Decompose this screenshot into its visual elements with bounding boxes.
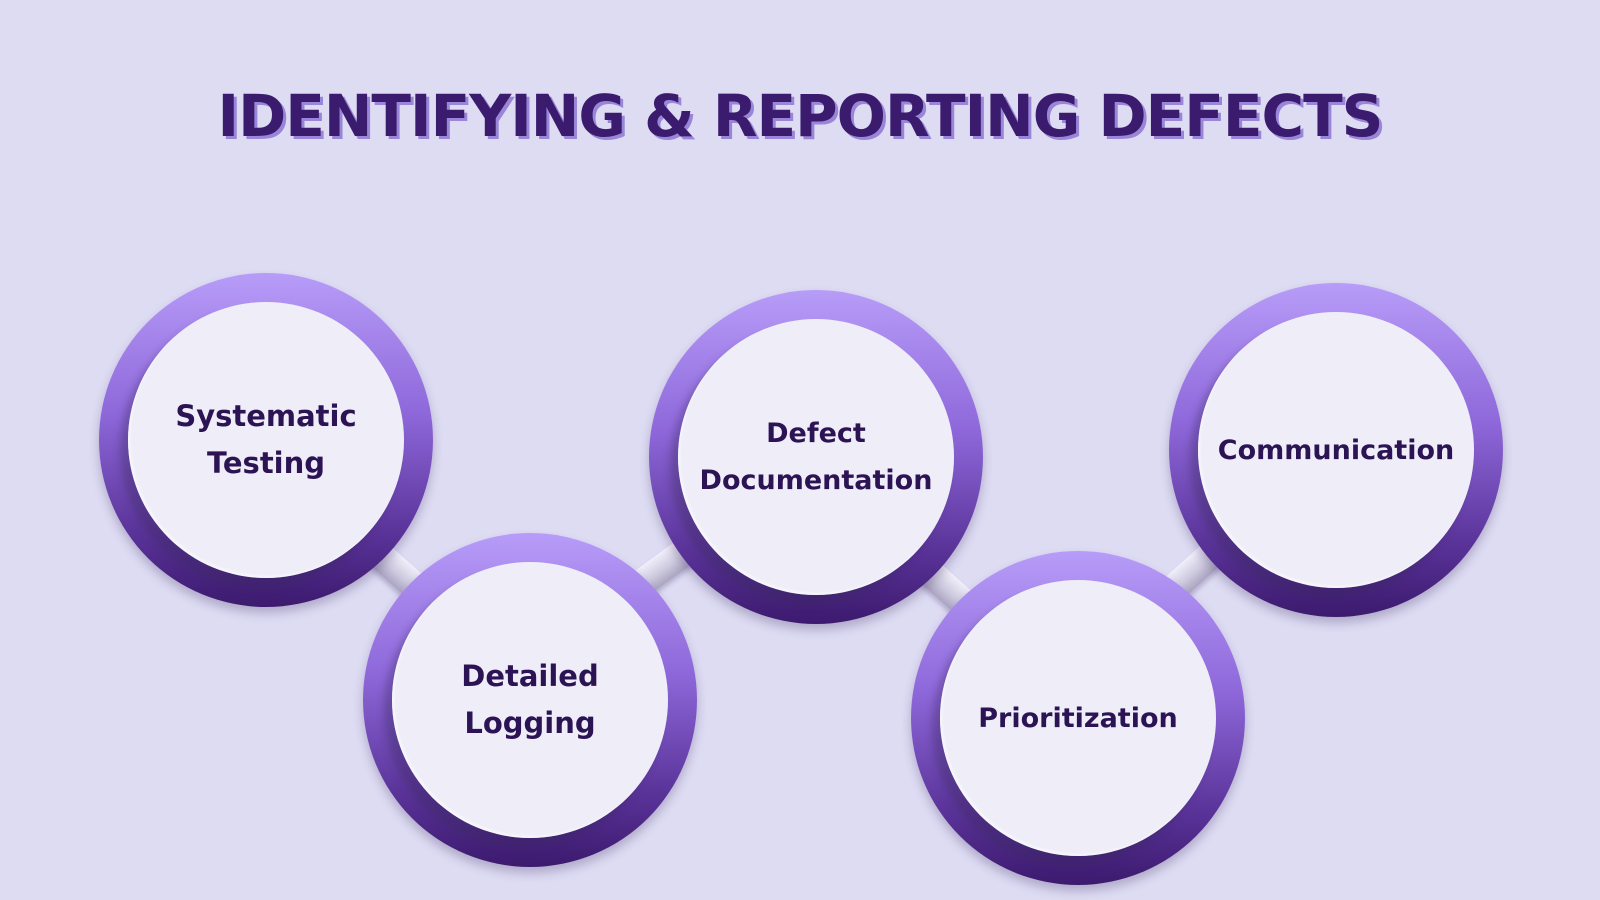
step-circle-detailed-logging: Detailed Logging: [363, 533, 697, 867]
step-circle-inner: Communication: [1198, 312, 1474, 588]
step-label: Detailed Logging: [461, 659, 599, 740]
step-circle-inner: Prioritization: [940, 580, 1216, 856]
page-title: IDENTIFYING & REPORTING DEFECTS: [217, 82, 1384, 150]
step-circle-inner: Detailed Logging: [392, 562, 668, 838]
step-circle-inner: Defect Documentation: [678, 319, 954, 595]
step-circle-communication: Communication: [1169, 283, 1503, 617]
step-circle-prioritization: Prioritization: [911, 551, 1245, 885]
step-label: Communication: [1217, 434, 1455, 466]
step-circle-inner: Systematic Testing: [128, 302, 404, 578]
step-circle-systematic-testing: Systematic Testing: [99, 273, 433, 607]
step-circle-defect-documentation: Defect Documentation: [649, 290, 983, 624]
step-label: Systematic Testing: [175, 399, 357, 480]
step-label: Prioritization: [978, 702, 1178, 734]
step-label: Defect Documentation: [699, 418, 933, 496]
